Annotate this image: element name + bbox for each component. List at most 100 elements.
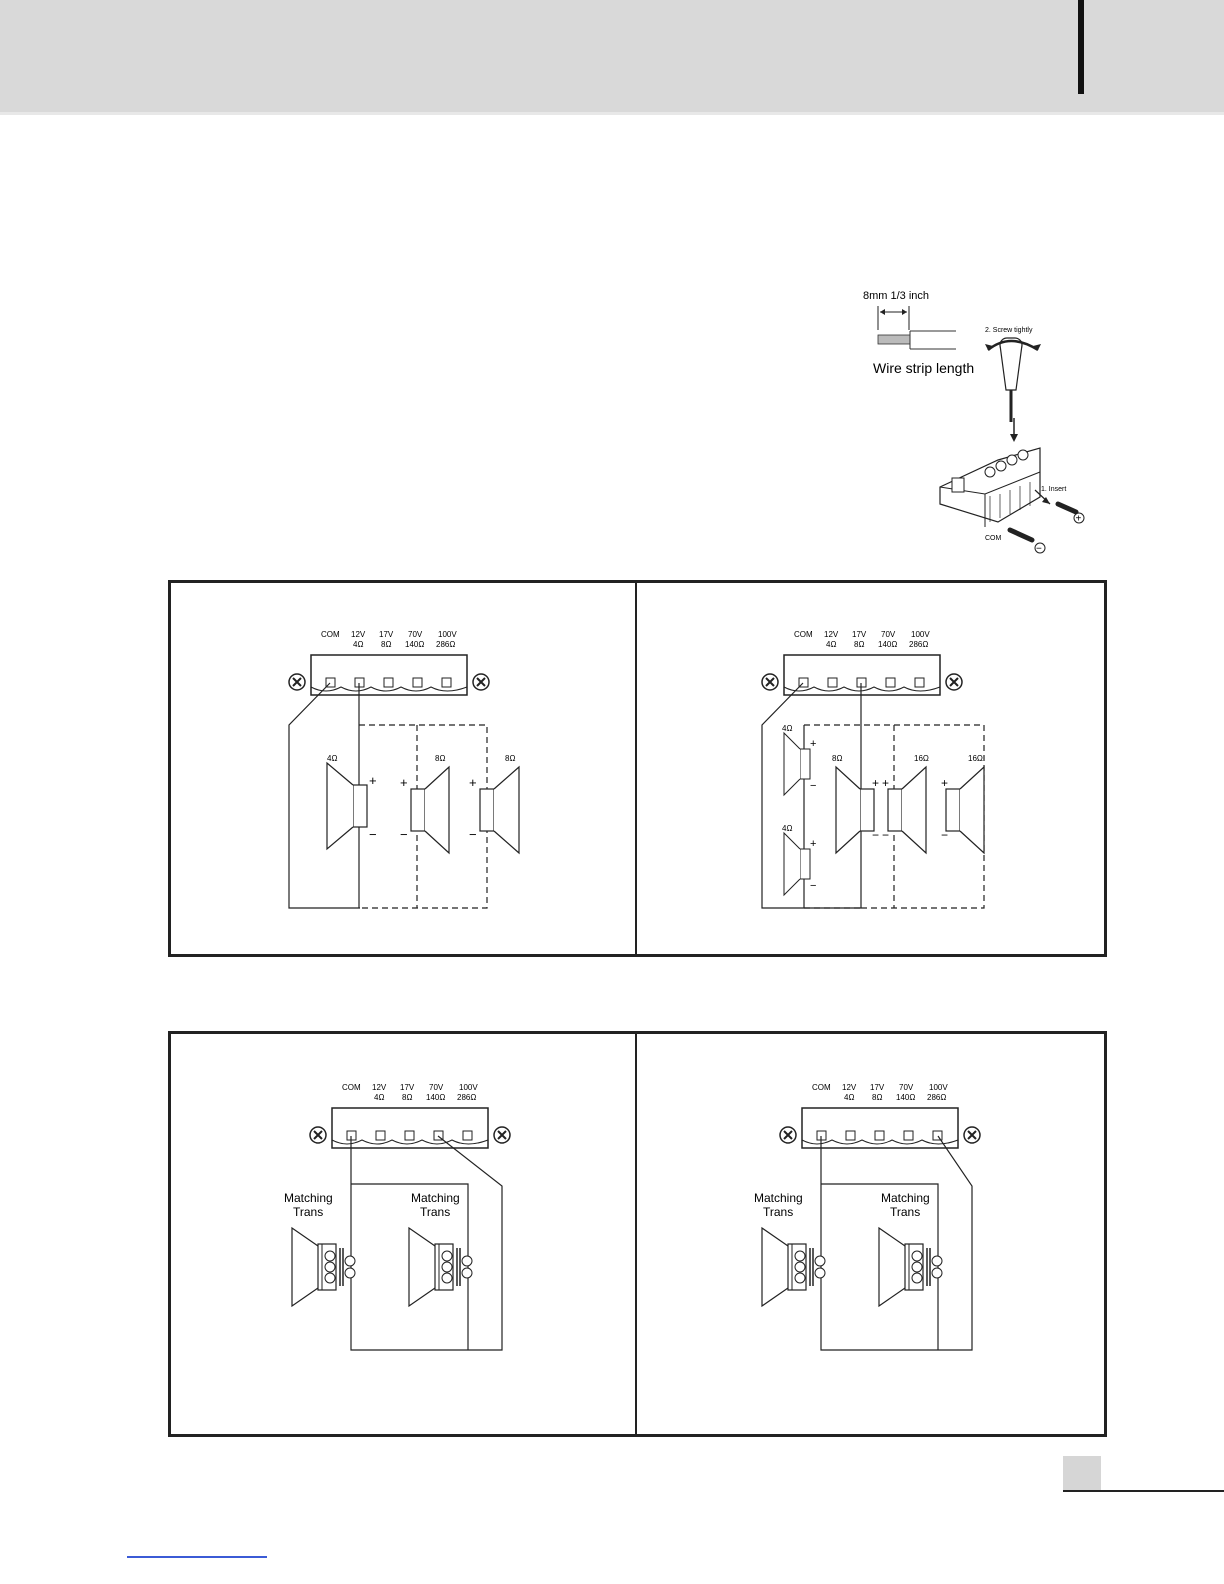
- terminal-100v-label: 100V: [911, 630, 930, 639]
- speaker-icon: [783, 731, 811, 797]
- low-impedance-panel: COM 12V 4Ω 17V 8Ω 70V 140Ω 100V 286Ω: [168, 580, 1107, 957]
- high-impedance-panel: COM 12V 4Ω 17V 8Ω 70V 140Ω 100V 286Ω Mat…: [168, 1031, 1107, 1437]
- com-terminal-label: COM: [794, 630, 813, 639]
- speaker-impedance-label: 8Ω: [832, 754, 842, 763]
- speaker-impedance-label: 4Ω: [782, 724, 792, 733]
- com-terminal-label: COM: [321, 630, 340, 639]
- terminal-4ohm-label: 4Ω: [826, 640, 836, 649]
- header-divider: [0, 112, 1224, 115]
- speaker-with-transformer-icon: [408, 1226, 473, 1308]
- high-impedance-diagram-right: COM 12V 4Ω 17V 8Ω 70V 140Ω 100V 286Ω Mat…: [754, 1083, 981, 1351]
- speaker-impedance-label: 8Ω: [505, 754, 515, 763]
- transformer-label: Matching: [881, 1191, 930, 1205]
- terminal-17v-label: 17V: [870, 1083, 885, 1092]
- transformer-label: Matching: [411, 1191, 460, 1205]
- positive-wire-icon: [1055, 501, 1079, 515]
- terminal-8ohm-label: 8Ω: [872, 1093, 882, 1102]
- minus-sign: −: [810, 880, 816, 892]
- minus-sign: −: [400, 827, 408, 842]
- low-impedance-diagram-right: COM 12V 4Ω 17V 8Ω 70V 140Ω 100V 286Ω: [761, 630, 985, 909]
- speaker-icon: [945, 765, 985, 855]
- minus-sign: −: [469, 827, 477, 842]
- terminal-17v-label: 17V: [379, 630, 394, 639]
- plus-terminal-icon: [1073, 512, 1085, 524]
- terminal-100v-label: 100V: [929, 1083, 948, 1092]
- plus-sign: +: [400, 775, 408, 790]
- minus-sign: −: [941, 828, 948, 842]
- speaker-icon: [783, 831, 811, 897]
- terminal-140ohm-label: 140Ω: [896, 1093, 915, 1102]
- plus-sign: +: [469, 775, 477, 790]
- transformer-label: Matching: [754, 1191, 803, 1205]
- terminal-8ohm-label: 8Ω: [402, 1093, 412, 1102]
- terminal-strip: COM 12V 4Ω 17V 8Ω 70V 140Ω 100V 286Ω: [761, 630, 963, 696]
- terminal-12v-label: 12V: [372, 1083, 387, 1092]
- terminal-286ohm-label: 286Ω: [436, 640, 455, 649]
- high-impedance-diagram-left: COM 12V 4Ω 17V 8Ω 70V 140Ω 100V 286Ω Mat…: [284, 1083, 511, 1351]
- terminal-100v-label: 100V: [438, 630, 457, 639]
- screw-step-label: 2. Screw tightly: [985, 327, 1033, 334]
- speaker-impedance-label: 16Ω: [914, 754, 929, 763]
- plus-sign: +: [941, 776, 948, 790]
- terminal-4ohm-label: 4Ω: [844, 1093, 854, 1102]
- terminal-286ohm-label: 286Ω: [927, 1093, 946, 1102]
- page-header-band: [0, 0, 1224, 112]
- terminal-installation-figure: 8mm 1/3 inch Wire strip length 2. Screw …: [863, 290, 1085, 555]
- terminal-70v-label: 70V: [408, 630, 423, 639]
- terminal-140ohm-label: 140Ω: [878, 640, 897, 649]
- plus-sign: +: [882, 776, 889, 790]
- low-impedance-diagram-left: COM 12V 4Ω 17V 8Ω 70V 140Ω 100V 286Ω: [288, 630, 520, 909]
- terminal-70v-label: 70V: [899, 1083, 914, 1092]
- speaker-impedance-label: 8Ω: [435, 754, 445, 763]
- transformer-label: Trans: [293, 1205, 323, 1219]
- transformer-label: Trans: [890, 1205, 920, 1219]
- speaker-icon: [835, 765, 875, 855]
- plus-sign: +: [369, 773, 377, 788]
- speaker-with-transformer-icon: [878, 1226, 943, 1308]
- strip-measure-label: 8mm 1/3 inch: [863, 290, 929, 302]
- speaker-icon: [326, 761, 368, 851]
- screwdriver-icon: [985, 337, 1041, 442]
- strip-length-caption: Wire strip length: [873, 360, 974, 376]
- panel-divider: [635, 1034, 637, 1434]
- insert-step-label: 1. Insert: [1041, 486, 1066, 493]
- terminal-12v-label: 12V: [824, 630, 839, 639]
- page-number-badge: [1063, 1456, 1101, 1490]
- plus-sign: +: [810, 738, 816, 750]
- minus-terminal-icon: [1034, 542, 1046, 554]
- terminal-strip: COM 12V 4Ω 17V 8Ω 70V 140Ω 100V 286Ω: [288, 630, 490, 696]
- terminal-17v-label: 17V: [400, 1083, 415, 1092]
- terminal-block-icon: [939, 447, 1041, 527]
- install-com-label: COM: [985, 535, 1002, 542]
- transformer-label: Trans: [420, 1205, 450, 1219]
- speaker-icon: [410, 765, 450, 855]
- terminal-12v-label: 12V: [842, 1083, 857, 1092]
- terminal-8ohm-label: 8Ω: [381, 640, 391, 649]
- terminal-70v-label: 70V: [881, 630, 896, 639]
- stripped-wire-icon: [877, 334, 911, 345]
- panel-divider: [635, 583, 637, 954]
- terminal-140ohm-label: 140Ω: [405, 640, 424, 649]
- terminal-8ohm-label: 8Ω: [854, 640, 864, 649]
- wire-insulation-icon: [909, 330, 956, 350]
- speaker-with-transformer-icon: [291, 1226, 356, 1308]
- plus-sign: +: [810, 838, 816, 850]
- footer-rule: [1063, 1490, 1224, 1492]
- terminal-12v-label: 12V: [351, 630, 366, 639]
- terminal-strip: COM 12V 4Ω 17V 8Ω 70V 140Ω 100V 286Ω: [779, 1083, 981, 1149]
- transformer-label: Matching: [284, 1191, 333, 1205]
- minus-sign: −: [882, 828, 889, 842]
- terminal-286ohm-label: 286Ω: [457, 1093, 476, 1102]
- minus-sign: −: [1036, 544, 1042, 555]
- plus-sign: +: [872, 776, 879, 790]
- terminal-17v-label: 17V: [852, 630, 867, 639]
- footer-link-underline[interactable]: [127, 1556, 267, 1558]
- terminal-4ohm-label: 4Ω: [374, 1093, 384, 1102]
- speaker-icon: [887, 765, 927, 855]
- negative-wire-icon: [1007, 527, 1035, 543]
- header-tab-marker: [1078, 0, 1084, 94]
- minus-sign: −: [872, 828, 879, 842]
- minus-sign: −: [810, 780, 816, 792]
- terminal-286ohm-label: 286Ω: [909, 640, 928, 649]
- com-terminal-label: COM: [342, 1083, 361, 1092]
